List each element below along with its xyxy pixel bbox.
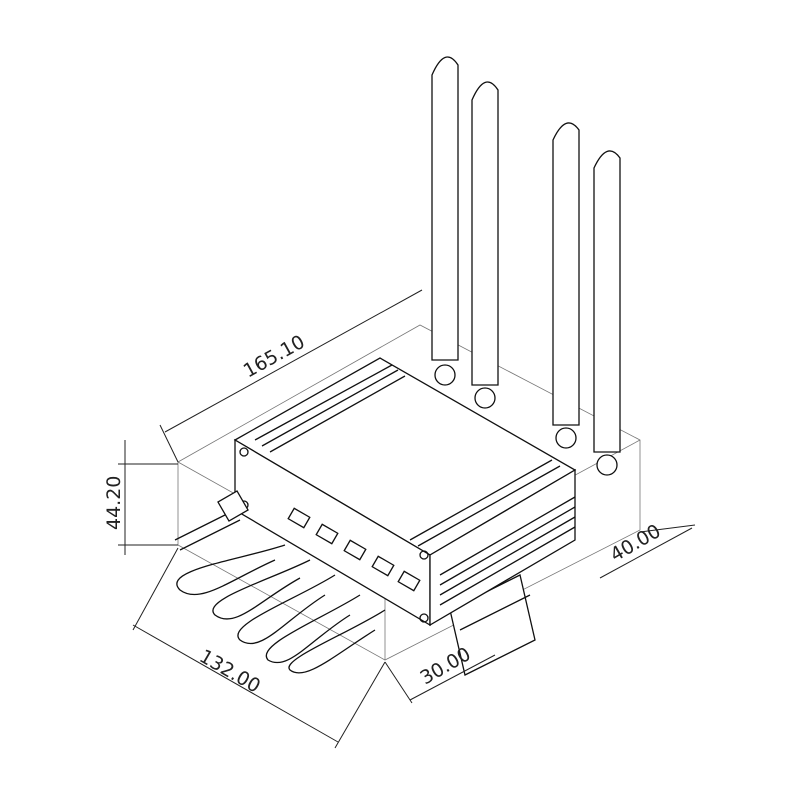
ethernet-ports: [287, 507, 421, 592]
dimension-height-label: 44.20: [103, 476, 125, 530]
router-body: [233, 357, 577, 627]
ethernet-cables: [174, 490, 386, 674]
antenna-2: [471, 81, 499, 409]
dimension-width-label: 132.00: [196, 645, 265, 697]
dimension-din-rail-label: 30.00: [417, 643, 475, 689]
antennas: [431, 56, 621, 476]
antenna-3: [552, 122, 580, 449]
antenna-4: [593, 150, 621, 476]
dimension-length-label: 165.10: [240, 331, 309, 382]
antenna-1: [431, 56, 459, 386]
dimension-depth-right: 40.00: [599, 520, 696, 579]
dimension-depth-label: 40.00: [607, 520, 665, 566]
dimension-height: 44.20: [103, 440, 178, 555]
